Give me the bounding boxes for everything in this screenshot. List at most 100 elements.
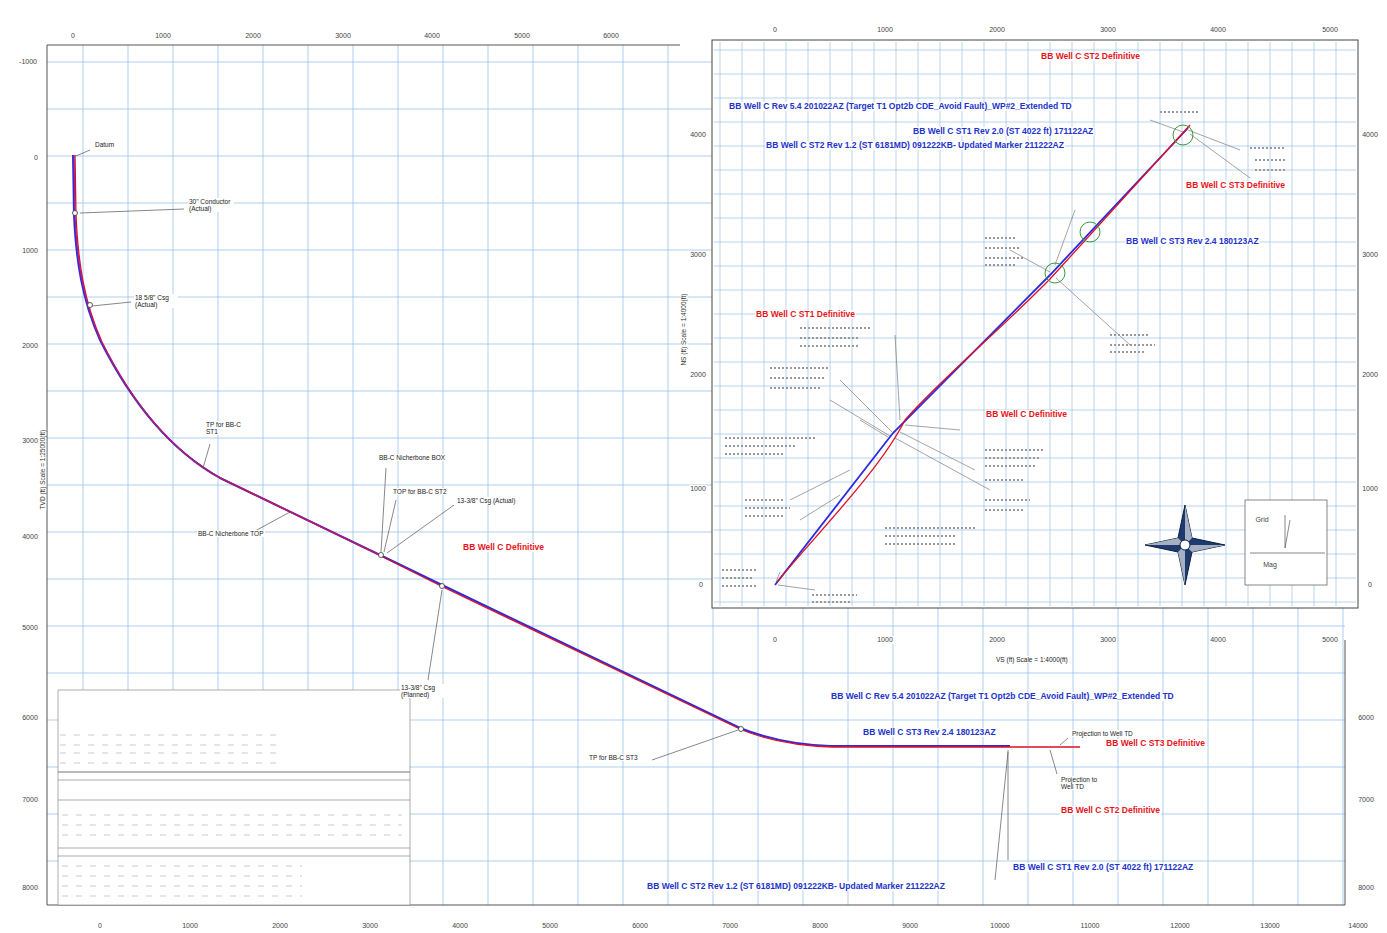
annotation-label: TOP for BB-C ST2 [392, 488, 448, 495]
axis-tick-label: 6000 [631, 922, 649, 930]
axis-tick-label: 6000 [1357, 714, 1375, 722]
axis-tick-label: 12000 [1169, 922, 1190, 930]
well-path-label: BB Well C ST3 Definitive [1105, 739, 1206, 748]
well-path-label: BB Well C Rev 5.4 201022AZ (Target T1 Op… [728, 102, 1073, 111]
axis-tick-label: 3000 [1099, 26, 1117, 34]
axis-tick-label: 3000 [1099, 636, 1117, 644]
well-path-label: BB Well C ST1 Definitive [755, 310, 856, 319]
axis-tick-label: 3000 [361, 922, 379, 930]
compass-rose [1145, 505, 1225, 585]
sidetrack-trajectory [74, 155, 380, 555]
well-table [58, 690, 410, 905]
axis-tick-label: 1000 [689, 485, 707, 493]
axis-tick-label: 3000 [21, 437, 39, 445]
axis-tick-label: 14000 [1347, 922, 1368, 930]
annotation-label: VS (ft) Scale = 1:4000(ft) [995, 656, 1069, 663]
axis-tick-label: 2000 [988, 636, 1006, 644]
well-path-label: BB Well C Definitive [462, 543, 545, 552]
axis-tick-label: 4000 [1361, 131, 1379, 139]
well-path-label: BB Well C ST2 Definitive [1040, 52, 1141, 61]
well-path-label: BB Well C ST2 Definitive [1060, 806, 1161, 815]
axis-tick-label: 4000 [1209, 26, 1227, 34]
well-path-label: BB Well C ST1 Rev 2.0 (ST 4022 ft) 17112… [912, 127, 1094, 136]
annotation-label: 18 5/8" Csg (Actual) [134, 294, 178, 308]
axis-tick-label: 1000 [876, 636, 894, 644]
well-path-label: BB Well C ST1 Rev 2.0 (ST 4022 ft) 17112… [1012, 863, 1194, 872]
axis-tick-label: 6000 [602, 32, 620, 40]
axis-tick-label: 5000 [513, 32, 531, 40]
axis-tick-label: 10000 [989, 922, 1010, 930]
axis-tick-label: 2000 [689, 371, 707, 379]
north-reference-box [1245, 500, 1327, 585]
casing-marks [73, 211, 744, 732]
axis-tick-label: 5000 [1321, 26, 1339, 34]
axis-tick-label: 4000 [423, 32, 441, 40]
annotation-label: 13-3/8" Csg (Planned) [400, 684, 448, 698]
axis-tick-label: 3000 [1361, 251, 1379, 259]
axis-tick-label: 8000 [1357, 884, 1375, 892]
well-path-label: BB Well C Rev 5.4 201022AZ (Target T1 Op… [830, 692, 1175, 701]
annotation-label: Projection to Well TD [1060, 776, 1106, 790]
well-path-label: BB Well C ST3 Definitive [1185, 181, 1286, 190]
axis-tick-label: 2000 [21, 342, 39, 350]
well-path-label: BB Well C ST3 Rev 2.4 180123AZ [1125, 237, 1260, 246]
axis-tick-label: 2000 [271, 922, 289, 930]
axis-tick-label: 8000 [21, 884, 39, 892]
well-path-label: BB Well C ST2 Rev 1.2 (ST 6181MD) 091222… [646, 882, 946, 891]
axis-tick-label: 0 [97, 922, 103, 930]
annotation-label: TP for BB-C ST3 [588, 754, 639, 761]
axis-tick-label: 4000 [1209, 636, 1227, 644]
well-path-label: BB Well C ST3 Rev 2.4 180123AZ [862, 728, 997, 737]
axis-tick-label: Grid [1254, 516, 1269, 524]
annotation-label: 13-3/8" Csg (Actual) [456, 497, 516, 504]
axis-tick-label: 3000 [334, 32, 352, 40]
axis-tick-label: 5000 [541, 922, 559, 930]
axis-tick-label: 0 [33, 154, 39, 162]
axis-tick-label: 2000 [1361, 371, 1379, 379]
axis-tick-label: 5000 [21, 624, 39, 632]
axis-tick-label: 11000 [1080, 922, 1101, 930]
well-path-label: BB Well C ST2 Rev 1.2 (ST 6181MD) 091222… [765, 141, 1065, 150]
axis-tick-label: 6000 [21, 714, 39, 722]
plan-leader-lines [776, 120, 1250, 590]
axis-tick-label: 8000 [811, 922, 829, 930]
axis-tick-label: 1000 [21, 247, 39, 255]
annotation-label: BB-C Nicherbone TOP [197, 530, 265, 537]
axis-tick-label: 1000 [154, 32, 172, 40]
axis-tick-label: 0 [698, 581, 704, 589]
axis-tick-label: 5000 [1321, 636, 1339, 644]
axis-tick-label: 0 [70, 32, 76, 40]
axis-tick-label: 0 [1367, 581, 1373, 589]
plan-definitive-trajectory [777, 125, 1190, 582]
annotation-label: TP for BB-C ST1 [205, 421, 247, 435]
axis-tick-label: 4000 [21, 533, 39, 541]
axis-tick-label: 13000 [1259, 922, 1280, 930]
well-path-label: BB Well C Definitive [985, 410, 1068, 419]
annotation-label: Datum [94, 141, 115, 148]
axis-tick-label: 0 [772, 636, 778, 644]
axis-tick-label: 4000 [451, 922, 469, 930]
axis-tick-label: 7000 [1357, 796, 1375, 804]
target-circles [1045, 125, 1193, 283]
annotation-label: 30" Conductor (Actual) [188, 198, 234, 212]
axis-tick-label: 7000 [721, 922, 739, 930]
axis-tick-label: 4000 [689, 131, 707, 139]
axis-tick-label: Mag [1262, 561, 1278, 569]
axis-tick-label: 1000 [181, 922, 199, 930]
annotation-label: BB-C Nicherbone BOX [378, 454, 446, 461]
axis-tick-label: 9000 [901, 922, 919, 930]
axis-tick-label: 3000 [689, 251, 707, 259]
plan-planned-trajectory [775, 128, 1188, 585]
axis-tick-label: 1000 [1361, 485, 1379, 493]
axis-tick-label: 1000 [876, 26, 894, 34]
annotation-label: Projection to Well TD [1071, 730, 1134, 737]
axis-tick-label: 2000 [988, 26, 1006, 34]
plan-view-panel [712, 40, 1358, 608]
plan-view-grid [714, 42, 1356, 606]
axis-tick-label: 0 [772, 26, 778, 34]
axis-title: NS (ft) Scale = 1:4000(ft) [680, 293, 687, 367]
axis-title: TVD (ft) Scale = 1:25000(ft) [39, 429, 46, 511]
axis-tick-label: 2000 [244, 32, 262, 40]
